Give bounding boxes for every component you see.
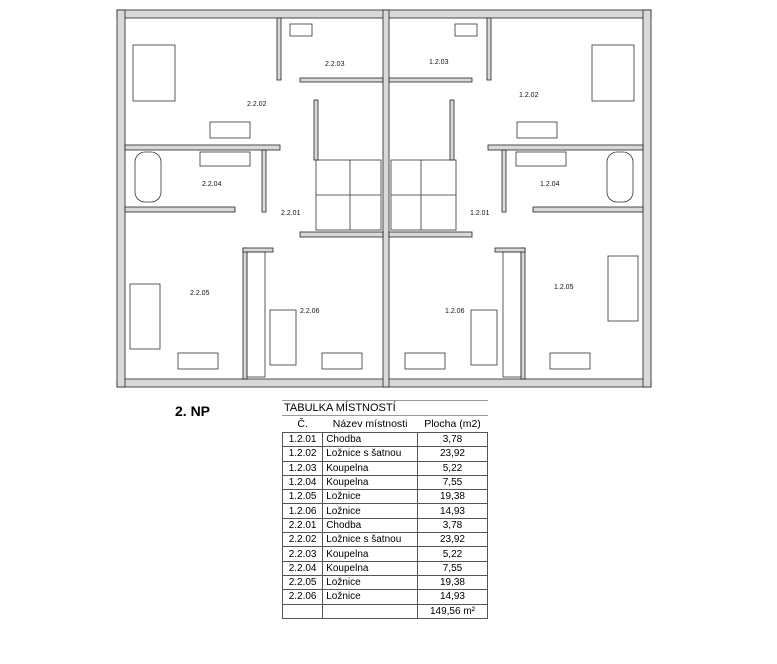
room-name: Koupelna <box>322 474 418 491</box>
room-label-1.2.03: 1.2.03 <box>429 59 449 66</box>
room-number: 1.2.02 <box>281 446 324 462</box>
header-number: Č. <box>297 418 308 430</box>
total-area: 149,56 m² <box>416 603 489 619</box>
floor-plan: 2.2.03 1.2.03 2.2.02 1.2.02 2.2.04 1.2.0… <box>116 9 652 388</box>
floor-title: 2. NP <box>175 403 211 419</box>
room-name: Ložnice s šatnou <box>322 532 418 548</box>
room-label-1.2.06: 1.2.06 <box>445 308 465 315</box>
room-label-1.2.01: 1.2.01 <box>470 210 490 217</box>
header-area: Plocha (m2) <box>424 418 481 430</box>
room-label-2.2.05: 2.2.05 <box>190 290 210 297</box>
table-title: TABULKA MÍSTNOSTÍ <box>282 400 488 416</box>
room-label-2.2.01: 2.2.01 <box>281 210 301 217</box>
room-area: 7,55 <box>416 560 489 576</box>
room-name: Koupelna <box>322 460 418 476</box>
room-number: 2.2.06 <box>281 589 324 605</box>
room-table: TABULKA MÍSTNOSTÍ Č. Název místnosti Plo… <box>281 400 489 619</box>
room-area: 5,22 <box>416 546 489 562</box>
room-area: 14,93 <box>416 503 489 519</box>
total-row: 149,56 m² <box>281 603 489 619</box>
empty-cell <box>281 603 324 619</box>
room-label-2.2.06: 2.2.06 <box>300 308 320 315</box>
room-name: Ložnice <box>322 589 418 605</box>
room-number: 2.2.02 <box>281 532 324 548</box>
room-name: Koupelna <box>322 560 418 576</box>
room-name: Ložnice <box>322 503 418 519</box>
room-name: Ložnice s šatnou <box>322 446 418 462</box>
room-name: Ložnice <box>322 489 418 505</box>
empty-cell <box>322 603 418 619</box>
room-name: Chodba <box>322 431 418 448</box>
room-area: 19,38 <box>416 489 489 505</box>
room-number: 1.2.06 <box>281 503 324 519</box>
room-label-1.2.02: 1.2.02 <box>519 92 539 99</box>
room-area: 23,92 <box>416 532 489 548</box>
room-number: 2.2.05 <box>281 574 324 591</box>
header-name: Název místnosti <box>332 418 408 430</box>
room-number: 1.2.04 <box>281 474 324 491</box>
room-area: 3,78 <box>416 431 489 448</box>
room-number: 2.2.03 <box>281 546 324 562</box>
room-area: 14,93 <box>416 589 489 605</box>
room-number: 2.2.04 <box>281 560 324 576</box>
room-area: 5,22 <box>416 460 489 476</box>
room-name: Koupelna <box>322 546 418 562</box>
room-number: 1.2.05 <box>281 489 324 505</box>
room-number: 2.2.01 <box>281 517 324 534</box>
room-area: 19,38 <box>416 574 489 591</box>
room-label-1.2.05: 1.2.05 <box>554 284 574 291</box>
room-number: 1.2.03 <box>281 460 324 476</box>
room-name: Ložnice <box>322 574 418 591</box>
room-label-2.2.04: 2.2.04 <box>202 181 222 188</box>
room-label-2.2.02: 2.2.02 <box>247 101 267 108</box>
room-area: 23,92 <box>416 446 489 462</box>
room-label-1.2.04: 1.2.04 <box>540 181 560 188</box>
room-number: 1.2.01 <box>281 431 324 448</box>
room-area: 3,78 <box>416 517 489 534</box>
room-area: 7,55 <box>416 474 489 491</box>
room-name: Chodba <box>322 517 418 534</box>
room-label-2.2.03: 2.2.03 <box>325 61 345 68</box>
